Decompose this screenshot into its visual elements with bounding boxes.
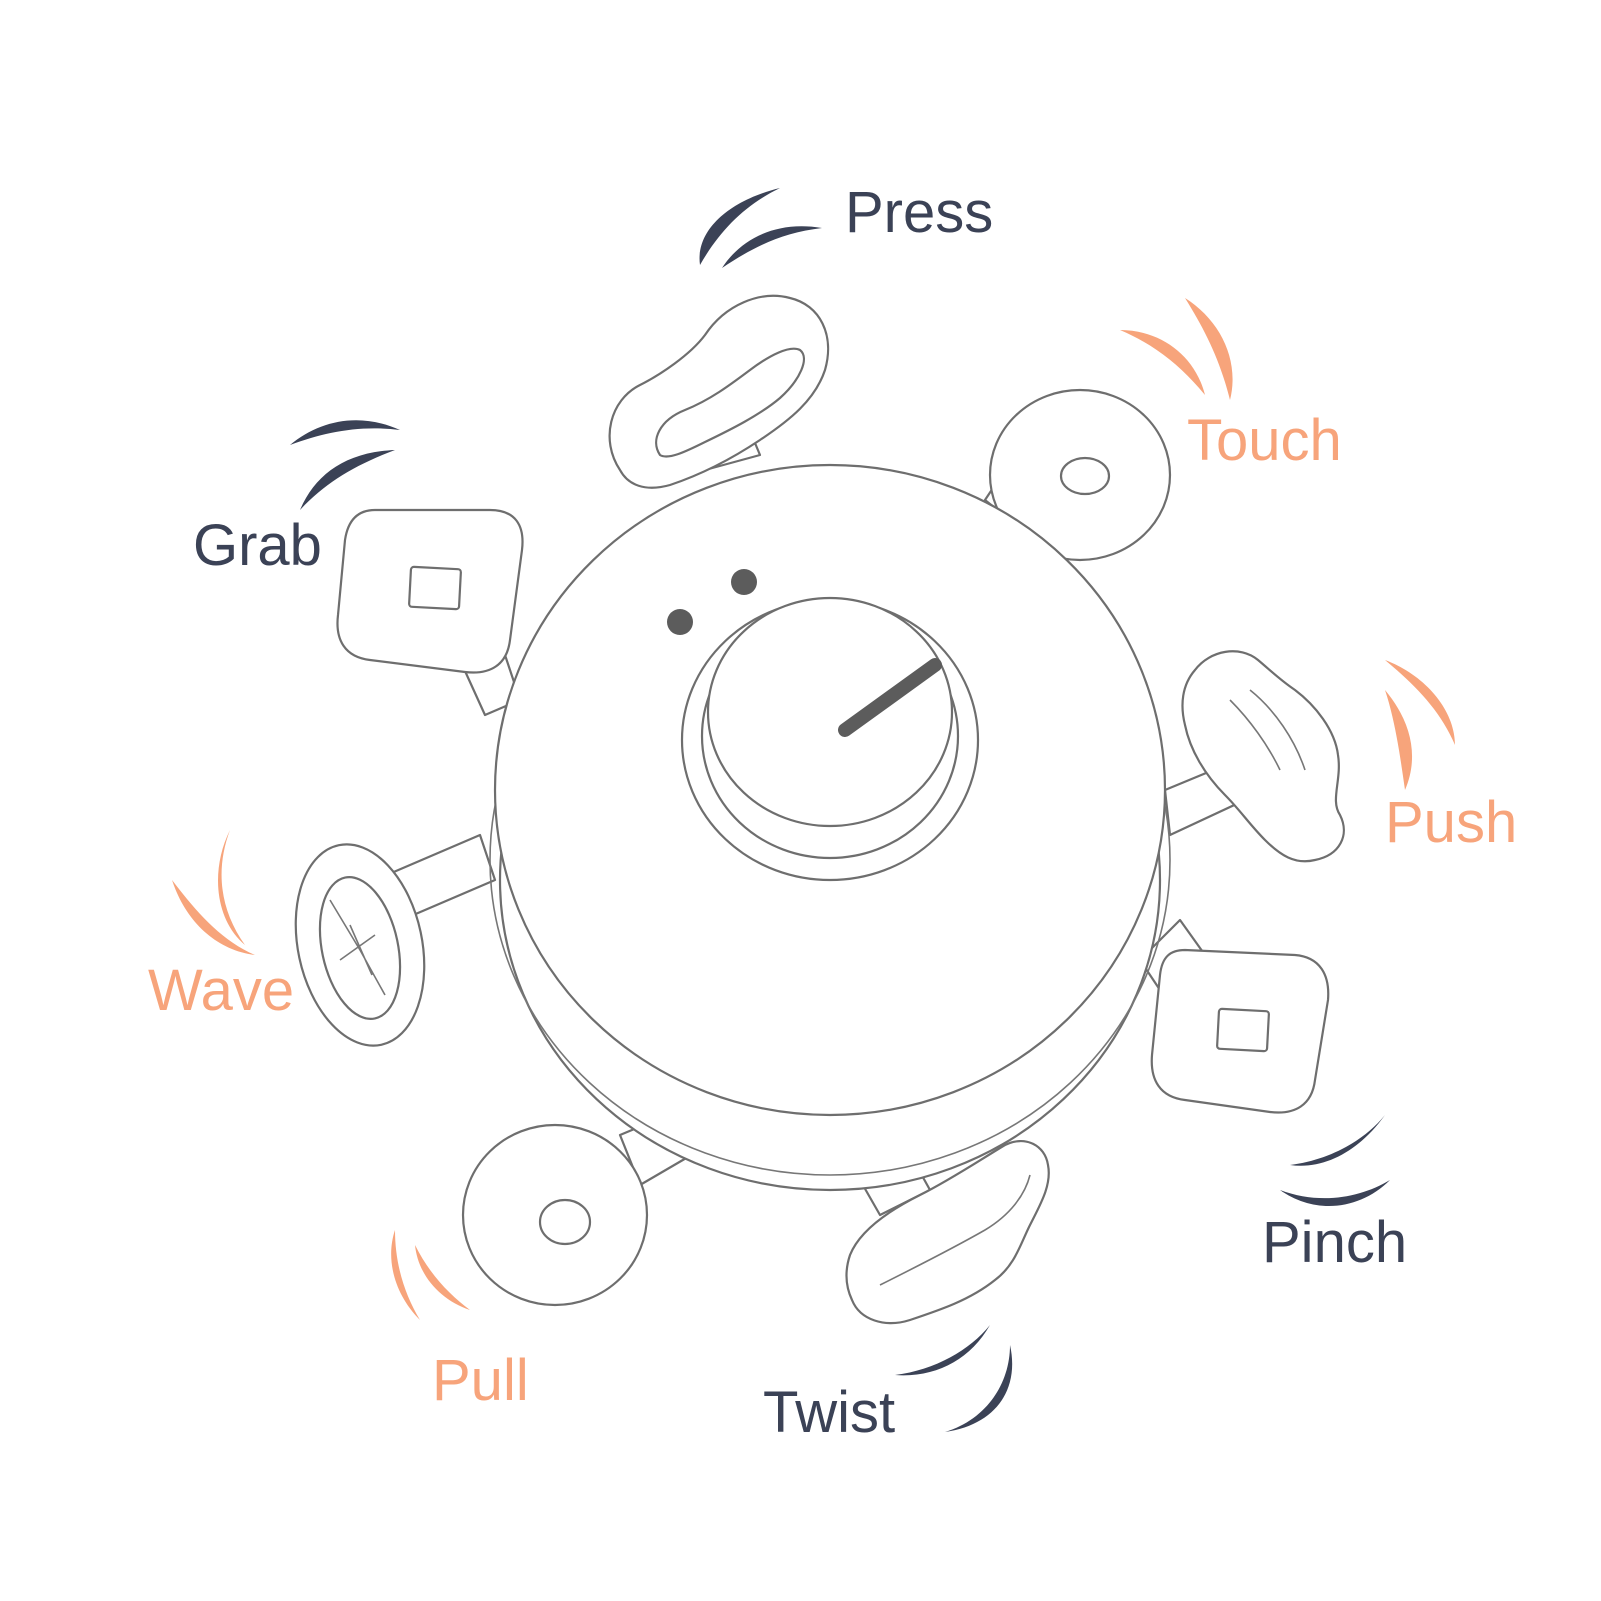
grab-motion-icon <box>290 420 400 510</box>
pinch-motion-icon <box>1280 1115 1390 1207</box>
indicator-dot-right <box>731 569 757 595</box>
label-grab: Grab <box>193 513 322 578</box>
label-touch: Touch <box>1187 408 1342 473</box>
label-pinch: Pinch <box>1262 1210 1407 1275</box>
pull-motion-icon <box>391 1230 470 1320</box>
press-motion-icon <box>699 188 822 268</box>
touch-attachment[interactable] <box>983 388 1172 562</box>
grab-attachment[interactable] <box>336 508 524 717</box>
wave-attachment[interactable] <box>278 832 497 1057</box>
dial-knob[interactable] <box>680 596 980 882</box>
twist-motion-icon <box>895 1325 1013 1432</box>
dial-pointer <box>838 658 942 737</box>
label-wave: Wave <box>148 958 294 1023</box>
label-twist: Twist <box>763 1380 895 1445</box>
touch-motion-icon <box>1120 298 1233 400</box>
label-push: Push <box>1385 790 1517 855</box>
wave-motion-icon <box>172 830 255 955</box>
indicator-dots <box>667 569 757 635</box>
label-pull: Pull <box>432 1348 529 1413</box>
pinch-attachment[interactable] <box>1138 918 1330 1114</box>
indicator-dot-left <box>667 609 693 635</box>
label-press: Press <box>845 180 993 245</box>
push-motion-icon <box>1385 660 1455 790</box>
press-attachment[interactable] <box>608 294 830 489</box>
push-attachment[interactable] <box>1163 650 1345 863</box>
